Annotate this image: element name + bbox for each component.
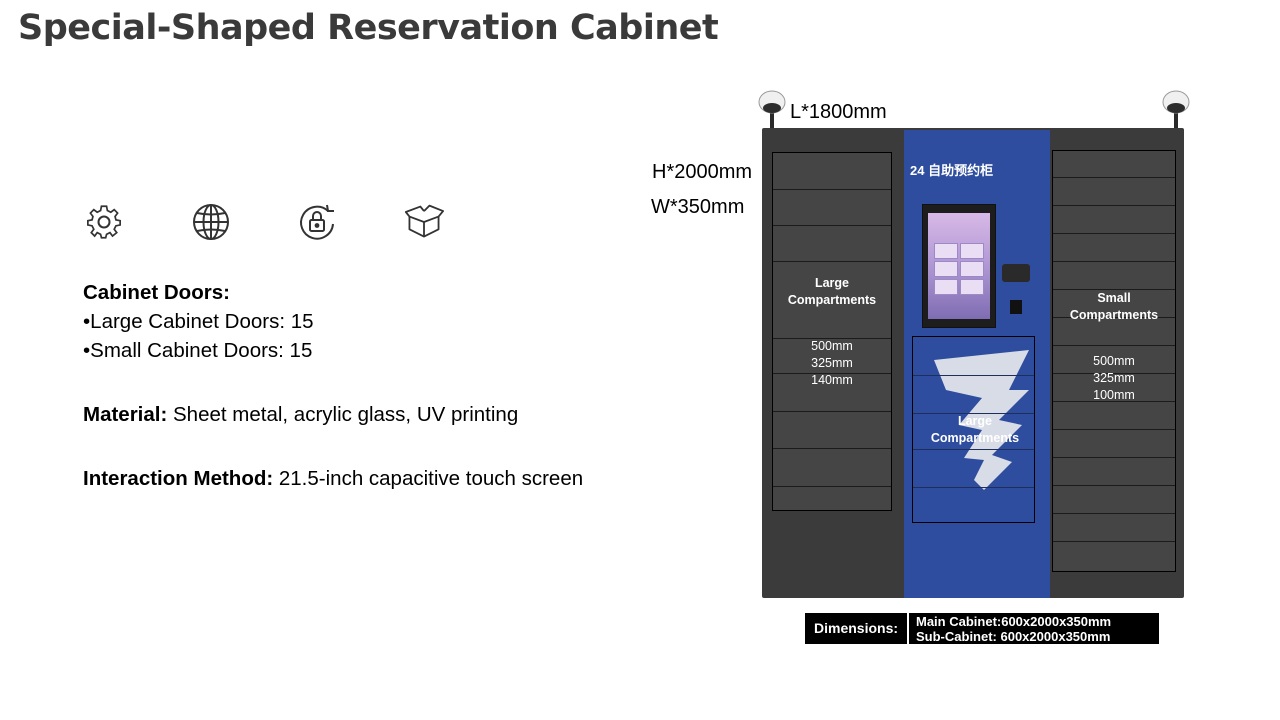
material-label: Material: — [83, 403, 168, 426]
interaction-label: Interaction Method: — [83, 467, 274, 490]
interaction-spec: Interaction Method: 21.5-inch capacitive… — [83, 464, 583, 493]
card-reader — [1002, 264, 1030, 282]
material-value: Sheet metal, acrylic glass, UV printing — [167, 403, 519, 426]
lock-rotate-icon — [297, 202, 337, 242]
scanner-slot — [1010, 300, 1022, 314]
touch-screen — [922, 204, 996, 328]
material-spec: Material: Sheet metal, acrylic glass, UV… — [83, 400, 518, 429]
height-dimension: H*2000mm — [652, 161, 753, 183]
cabinet-illustration: 24 自助预约柜 — [758, 88, 1190, 600]
center-compartments-label: Large Compartments — [930, 414, 1020, 445]
interaction-value: 21.5-inch capacitive touch screen — [273, 467, 584, 490]
cabinet-body: 24 自助预约柜 — [762, 128, 1184, 598]
camera-right-icon — [1156, 88, 1190, 134]
width-dimension: W*350mm — [651, 196, 745, 218]
dimensions-table: Dimensions: Main Cabinet:600x2000x350mm … — [805, 613, 1159, 644]
large-doors-count: •Large Cabinet Doors: 15 — [83, 310, 314, 333]
small-doors-count: •Small Cabinet Doors: 15 — [83, 339, 313, 362]
doors-heading: Cabinet Doors: — [83, 281, 230, 304]
center-large-compartments — [912, 336, 1035, 523]
sub-cabinet-dimensions: Sub-Cabinet: 600x2000x350mm — [916, 629, 1111, 644]
gear-icon — [84, 202, 124, 242]
open-box-icon — [404, 202, 444, 242]
left-large-compartments — [772, 152, 892, 511]
left-compartments-label: Large Compartments — [787, 276, 877, 307]
main-cabinet-dimensions: Main Cabinet:600x2000x350mm — [916, 614, 1112, 629]
right-small-compartments — [1052, 150, 1176, 572]
right-compartments-label: Small Compartments — [1069, 291, 1159, 322]
brand-logo: 24 自助预约柜 — [910, 163, 994, 178]
slide-title: Special-Shaped Reservation Cabinet — [18, 8, 719, 48]
left-measurements: 500mm 325mm 140mm — [811, 339, 853, 387]
globe-icon — [191, 202, 231, 242]
camera-left-icon — [758, 88, 792, 134]
right-measurements: 500mm 325mm 100mm — [1093, 354, 1135, 402]
center-panel: 24 自助预约柜 — [904, 130, 1050, 598]
dimensions-label: Dimensions: — [814, 620, 899, 636]
length-dimension: L*1800mm — [790, 101, 887, 123]
wing-decoration-icon — [934, 350, 1029, 490]
